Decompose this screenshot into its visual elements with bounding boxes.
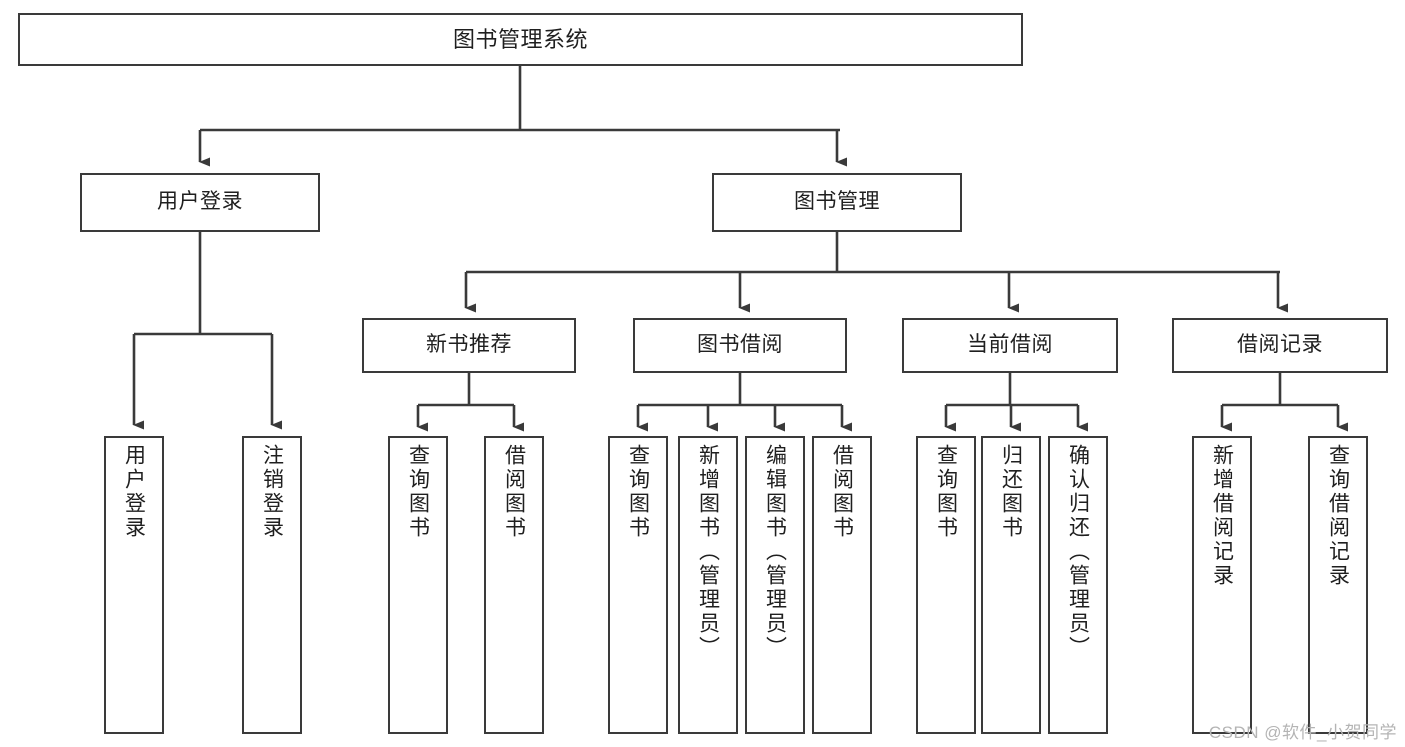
node-book-management[interactable]: 图书管理 [712, 173, 962, 232]
leaf-user-login-logout-label: 注销登录 [260, 444, 284, 540]
node-new-book-recommend-label: 新书推荐 [426, 333, 512, 357]
node-user-login[interactable]: 用户登录 [80, 173, 320, 232]
leaf-current-borrow-return[interactable]: 归还图书 [981, 436, 1041, 734]
leaf-user-login-login[interactable]: 用户登录 [104, 436, 164, 734]
node-borrow-record-label: 借阅记录 [1237, 333, 1323, 357]
leaf-book-borrow-edit[interactable]: 编辑图书（管理员） [745, 436, 805, 734]
leaf-borrow-record-add-label: 新增借阅记录 [1210, 444, 1234, 588]
leaf-book-borrow-borrow-label: 借阅图书 [830, 444, 854, 540]
watermark: CSDN @软件_小贺同学 [1208, 723, 1397, 742]
leaf-book-borrow-query-label: 查询图书 [626, 444, 650, 540]
leaf-book-borrow-borrow[interactable]: 借阅图书 [812, 436, 872, 734]
leaf-user-login-logout[interactable]: 注销登录 [242, 436, 302, 734]
leaf-new-book-query[interactable]: 查询图书 [388, 436, 448, 734]
leaf-current-borrow-query[interactable]: 查询图书 [916, 436, 976, 734]
leaf-book-borrow-add[interactable]: 新增图书（管理员） [678, 436, 738, 734]
leaf-current-borrow-return-label: 归还图书 [999, 444, 1023, 540]
leaf-new-book-borrow-label: 借阅图书 [502, 444, 526, 540]
node-current-borrow[interactable]: 当前借阅 [902, 318, 1118, 373]
node-book-borrow-label: 图书借阅 [697, 333, 783, 357]
node-root[interactable]: 图书管理系统 [18, 13, 1023, 66]
leaf-new-book-borrow[interactable]: 借阅图书 [484, 436, 544, 734]
leaf-new-book-query-label: 查询图书 [406, 444, 430, 540]
leaf-user-login-login-label: 用户登录 [122, 444, 146, 540]
node-new-book-recommend[interactable]: 新书推荐 [362, 318, 576, 373]
node-borrow-record[interactable]: 借阅记录 [1172, 318, 1388, 373]
leaf-current-borrow-query-label: 查询图书 [934, 444, 958, 540]
node-current-borrow-label: 当前借阅 [967, 333, 1053, 357]
leaf-borrow-record-query[interactable]: 查询借阅记录 [1308, 436, 1368, 734]
leaf-borrow-record-add[interactable]: 新增借阅记录 [1192, 436, 1252, 734]
leaf-borrow-record-query-label: 查询借阅记录 [1326, 444, 1350, 588]
node-root-label: 图书管理系统 [452, 26, 588, 52]
leaf-current-borrow-confirm-return[interactable]: 确认归还（管理员） [1048, 436, 1108, 734]
node-user-login-label: 用户登录 [157, 190, 243, 214]
node-book-borrow[interactable]: 图书借阅 [633, 318, 847, 373]
leaf-current-borrow-confirm-return-label: 确认归还（管理员） [1066, 444, 1090, 660]
node-book-management-label: 图书管理 [794, 190, 880, 214]
leaf-book-borrow-query[interactable]: 查询图书 [608, 436, 668, 734]
leaf-book-borrow-edit-label: 编辑图书（管理员） [763, 444, 787, 660]
leaf-book-borrow-add-label: 新增图书（管理员） [696, 444, 720, 660]
